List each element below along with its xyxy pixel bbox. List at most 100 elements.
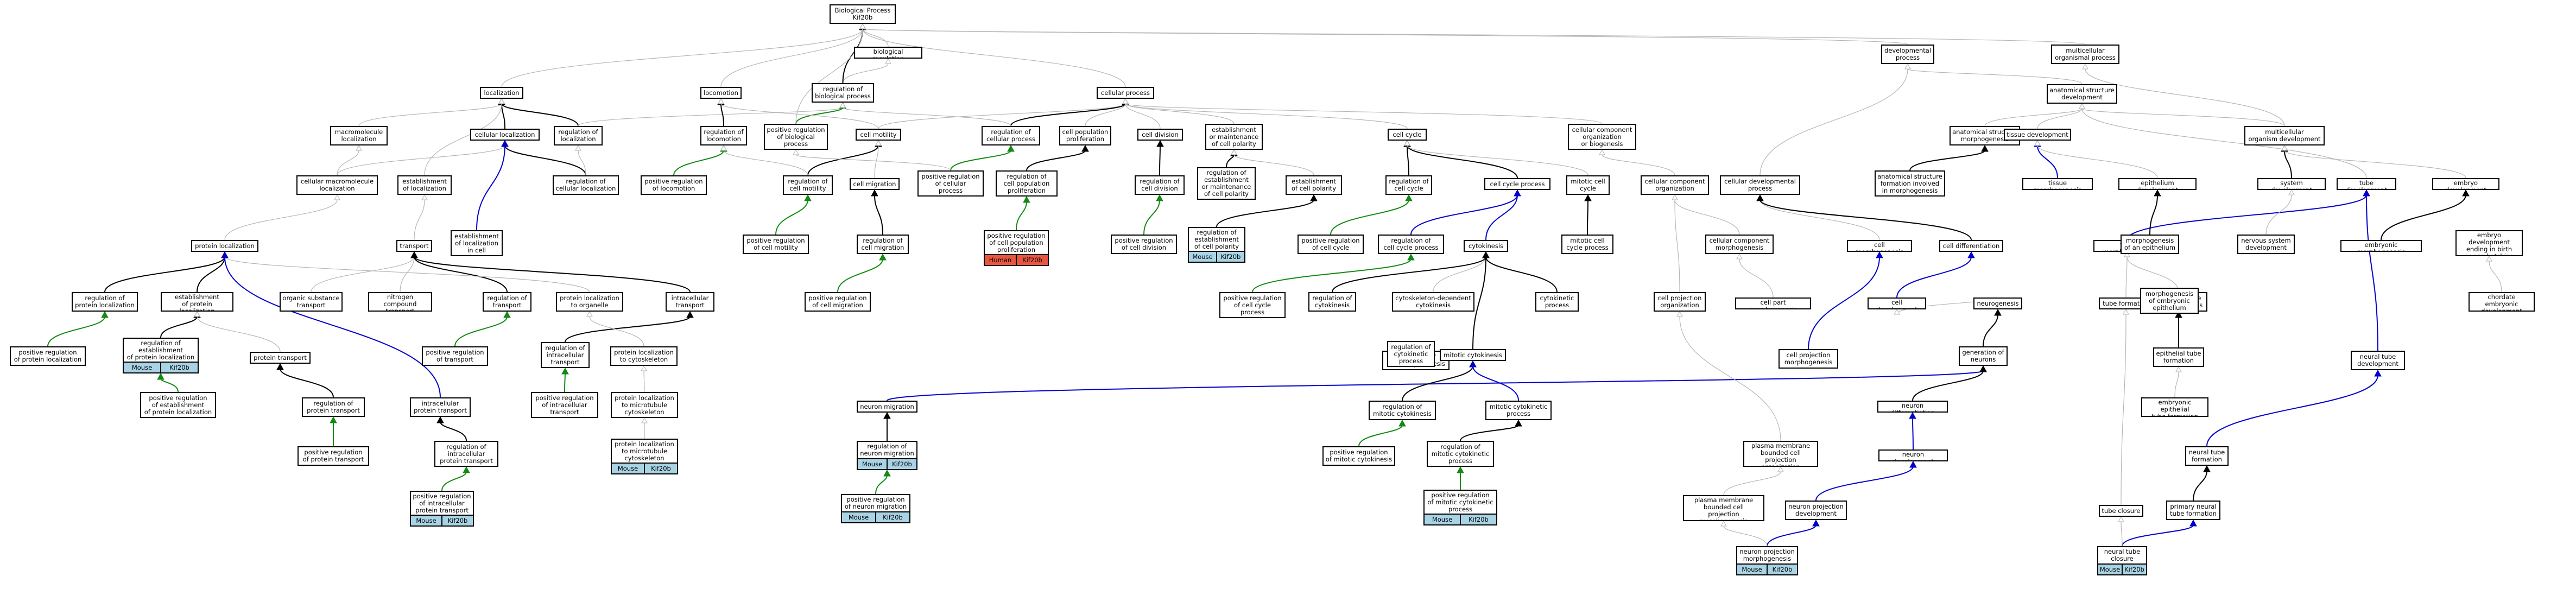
go-term-posregtrans[interactable]: positive regulation of transport xyxy=(422,346,488,366)
go-term-genneur[interactable]: generation of neurons xyxy=(1959,346,2008,366)
go-term-reglocom[interactable]: regulation of locomotion xyxy=(700,126,747,145)
go-term-cellprojorg[interactable]: cell projection organization xyxy=(1654,292,1706,312)
go-term-biolreg[interactable]: biological regulation xyxy=(854,47,922,59)
go-term-neurdiff[interactable]: neuron differentiation xyxy=(1877,401,1948,413)
go-term-regprottrans[interactable]: regulation of protein transport xyxy=(302,397,365,417)
go-term-regcellmig[interactable]: regulation of cell migration xyxy=(857,235,909,254)
go-term-embdevbirth[interactable]: embryo development ending in birth or eg… xyxy=(2455,230,2523,256)
go-term-neurprojdev[interactable]: neuron projection development xyxy=(1785,501,1847,520)
go-term-macroloc[interactable]: macromolecule localization xyxy=(330,126,388,145)
go-term-cpprolif[interactable]: cell population proliferation xyxy=(1059,126,1111,145)
go-term-regestprotloc[interactable]: regulation of establishment of protein l… xyxy=(123,338,199,373)
go-term-celldiff[interactable]: cell differentiation xyxy=(1939,240,2003,252)
go-term-mitccproc[interactable]: mitotic cell cycle process xyxy=(1561,235,1613,254)
go-term-regcytoproc[interactable]: regulation of cytokinetic process xyxy=(1387,341,1435,367)
go-term-protloc[interactable]: protein localization xyxy=(191,240,258,252)
go-term-loc[interactable]: localization xyxy=(480,87,523,99)
go-term-cellproc[interactable]: cellular process xyxy=(1097,87,1154,99)
go-term-poscellcycle[interactable]: positive regulation of cell cycle xyxy=(1298,235,1364,254)
go-term-embepitubeform[interactable]: embryonic epithelial tube formation xyxy=(2141,397,2208,417)
go-term-regintratrans[interactable]: regulation of intracellular transport xyxy=(541,342,590,368)
go-term-asfmorph[interactable]: anatomical structure formation involved … xyxy=(1875,170,1945,197)
go-term-celldiv[interactable]: cell division xyxy=(1137,129,1183,141)
go-term-regcellmot[interactable]: regulation of cell motility xyxy=(783,175,833,195)
go-term-neurdev[interactable]: neuron development xyxy=(1878,449,1948,461)
go-term-cellmot[interactable]: cell motility xyxy=(856,129,901,141)
go-term-prottrans[interactable]: protein transport xyxy=(250,352,311,364)
go-term-regccproc[interactable]: regulation of cell cycle process xyxy=(1378,235,1444,254)
go-term-neurmig[interactable]: neuron migration xyxy=(857,401,917,413)
go-term-cellloc[interactable]: cellular localization xyxy=(470,129,540,141)
go-term-cytodepcyto[interactable]: cytoskeleton-dependent cytokinesis xyxy=(1392,292,1474,312)
go-term-regintraprottrans[interactable]: regulation of intracellular protein tran… xyxy=(434,441,498,467)
go-term-posregcellmig[interactable]: positive regulation of cell migration xyxy=(805,292,871,312)
go-term-transport[interactable]: transport xyxy=(396,240,432,252)
go-term-neurtubeform[interactable]: neural tube formation xyxy=(2185,446,2229,466)
go-term-protlocmicrom[interactable]: protein localization to microtubule cyto… xyxy=(611,439,678,474)
go-term-primneurtube[interactable]: primary neural tube formation xyxy=(2166,501,2220,520)
go-term-ccob[interactable]: cellular component organization or bioge… xyxy=(1568,124,1636,150)
go-term-estloc[interactable]: establishment of localization xyxy=(397,175,452,195)
go-term-regcellloc[interactable]: regulation of cellular localization xyxy=(553,175,619,195)
go-term-nervdev[interactable]: nervous system development xyxy=(2237,235,2295,254)
go-term-posregmitcytok[interactable]: positive regulation of mitotic cytokines… xyxy=(1322,446,1395,466)
go-term-mitcc[interactable]: mitotic cell cycle xyxy=(1566,175,1610,195)
go-term-ccorg[interactable]: cellular component organization xyxy=(1641,175,1709,195)
go-term-regtransport[interactable]: regulation of transport xyxy=(483,292,531,312)
go-term-posregcp[interactable]: positive regulation of cellular process xyxy=(917,170,984,197)
go-term-regcelldiv[interactable]: regulation of cell division xyxy=(1135,175,1185,195)
go-term-epidev[interactable]: epithelium development xyxy=(2118,178,2197,190)
go-term-cellprojmorph[interactable]: cell projection morphogenesis xyxy=(1778,349,1838,369)
go-term-posregprotloc[interactable]: positive regulation of protein localizat… xyxy=(10,346,86,366)
go-term-morphepi[interactable]: morphogenesis of an epithelium xyxy=(2121,235,2179,254)
go-term-posregmitcytokproc[interactable]: positive regulation of mitotic cytokinet… xyxy=(1423,490,1497,525)
go-term-cytokinesis[interactable]: cytokinesis xyxy=(1464,240,1508,252)
go-term-posreglocom[interactable]: positive regulation of locomotion xyxy=(641,175,707,195)
go-term-regmitcytokproc[interactable]: regulation of mitotic cytokinetic proces… xyxy=(1427,441,1494,467)
go-term-cmacroloc[interactable]: cellular macromolecule localization xyxy=(296,175,378,195)
go-term-regcpprolif[interactable]: regulation of cell population proliferat… xyxy=(996,170,1058,197)
go-term-protloccyto[interactable]: protein localization to cytoskeleton xyxy=(610,346,678,366)
go-term-cytokproc[interactable]: cytokinetic process xyxy=(1535,292,1579,312)
go-term-regbp[interactable]: regulation of biological process xyxy=(812,83,874,103)
go-term-epitubeform[interactable]: epithelial tube formation xyxy=(2153,347,2204,367)
go-term-protlocorg[interactable]: protein localization to organelle xyxy=(556,292,623,312)
go-term-devproc[interactable]: developmental process xyxy=(1881,45,1934,64)
go-term-regcytok[interactable]: regulation of cytokinesis xyxy=(1308,292,1356,312)
go-term-cellmig[interactable]: cell migration xyxy=(850,178,900,190)
go-term-regestpol[interactable]: regulation of establishment or maintenan… xyxy=(1197,167,1256,200)
go-term-posregprottrans[interactable]: positive regulation of protein transport xyxy=(298,446,369,466)
go-term-posregcpprolif[interactable]: positive regulation of cell population p… xyxy=(984,230,1049,266)
go-term-embdev[interactable]: embryo development xyxy=(2432,178,2499,190)
go-term-mcorgdev[interactable]: multicellular organism development xyxy=(2244,126,2325,145)
go-term-asdev[interactable]: anatomical structure development xyxy=(2047,84,2117,104)
go-term-cellpartmorph[interactable]: cell part morphogenesis xyxy=(1735,297,1811,309)
go-term-tissuedev[interactable]: tissue development xyxy=(2004,129,2071,141)
go-term-neurtubedev[interactable]: neural tube development xyxy=(2351,351,2405,370)
go-term-ccmorph[interactable]: cellular component morphogenesis xyxy=(1705,235,1774,254)
go-term-intraprottrans[interactable]: intracellular protein transport xyxy=(410,397,471,417)
go-term-pmbcpm[interactable]: plasma membrane bounded cell projection … xyxy=(1683,495,1764,521)
go-term-estcellpol[interactable]: establishment of cell polarity xyxy=(1286,175,1342,195)
go-term-regcellcycle[interactable]: regulation of cell cycle xyxy=(1385,175,1432,195)
go-term-regestcellpol[interactable]: regulation of establishment of cell pola… xyxy=(1188,227,1245,263)
go-term-chorddev[interactable]: chordate embryonic development xyxy=(2469,292,2535,312)
go-term-posregcelldiv[interactable]: positive regulation of cell division xyxy=(1111,235,1177,254)
go-term-orgsubtrans[interactable]: organic substance transport xyxy=(280,292,343,312)
go-term-tubedev[interactable]: tube development xyxy=(2337,178,2396,190)
go-term-mitcyto[interactable]: mitotic cytokinesis xyxy=(1440,349,1506,361)
go-term-regloc[interactable]: regulation of localization xyxy=(554,126,603,145)
go-term-intracelltrans[interactable]: intracellular transport xyxy=(666,292,714,312)
go-term-posregintratrans[interactable]: positive regulation of intracellular tra… xyxy=(531,392,598,418)
go-term-posregestprotloc[interactable]: positive regulation of establishment of … xyxy=(140,392,216,418)
go-term-celldevproc[interactable]: cellular developmental process xyxy=(1720,175,1800,195)
go-term-nitrotrans[interactable]: nitrogen compound transport xyxy=(368,292,432,312)
go-term-posregccproc[interactable]: positive regulation of cell cycle proces… xyxy=(1219,292,1286,318)
go-term-estlocincell[interactable]: establishment of localization in cell xyxy=(451,230,503,256)
go-term-posbp[interactable]: positive regulation of biological proces… xyxy=(764,124,828,150)
go-term-regmitcytok[interactable]: regulation of mitotic cytokinesis xyxy=(1369,401,1436,420)
